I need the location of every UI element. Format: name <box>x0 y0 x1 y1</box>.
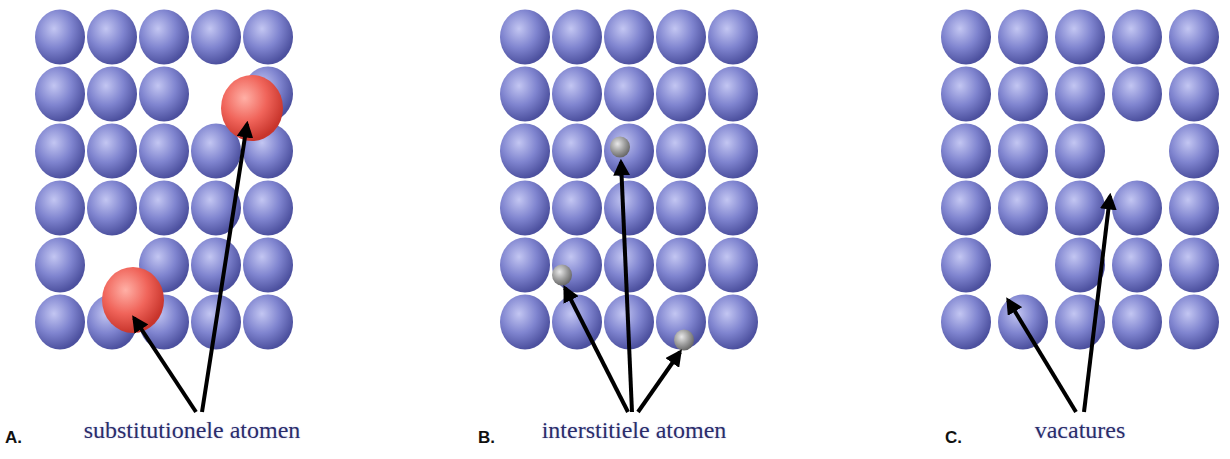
host-atom <box>243 181 293 236</box>
host-atom <box>656 10 706 65</box>
host-atom <box>35 238 85 293</box>
host-atom <box>998 67 1048 122</box>
host-atom <box>35 10 85 65</box>
host-atom <box>500 295 550 350</box>
host-atom <box>708 181 758 236</box>
host-atom <box>1112 295 1162 350</box>
host-atom <box>604 10 654 65</box>
host-atom <box>656 295 706 350</box>
substitutional-atom <box>221 75 283 141</box>
host-atom <box>243 238 293 293</box>
host-atom <box>500 181 550 236</box>
host-atom <box>604 124 654 179</box>
host-atom <box>1055 67 1105 122</box>
host-atom <box>708 67 758 122</box>
host-atom <box>500 67 550 122</box>
panel-letter: B. <box>478 428 495 448</box>
host-atom <box>35 181 85 236</box>
leader-arrow <box>134 318 196 412</box>
host-atom <box>708 238 758 293</box>
host-atom <box>35 124 85 179</box>
host-atom <box>552 181 602 236</box>
panel-letter: C. <box>945 428 962 448</box>
host-atom <box>500 10 550 65</box>
host-atom <box>656 124 706 179</box>
host-atom <box>552 124 602 179</box>
host-atom <box>139 181 189 236</box>
host-atom <box>552 10 602 65</box>
host-atom <box>139 124 189 179</box>
leader-arrow <box>565 288 628 412</box>
host-atom <box>1169 67 1219 122</box>
host-atom <box>708 124 758 179</box>
interstitial-atom <box>610 137 630 158</box>
host-atom <box>1055 181 1105 236</box>
leader-arrow <box>202 124 247 412</box>
defect-label: vacatures <box>1035 417 1126 444</box>
host-atom <box>941 67 991 122</box>
leader-arrow <box>1084 196 1110 412</box>
host-atom <box>139 67 189 122</box>
host-atom <box>243 10 293 65</box>
defect-label: substitutionele atomen <box>84 417 301 444</box>
substitutional-atom <box>102 267 164 333</box>
leader-arrow <box>1008 300 1076 412</box>
host-atom <box>243 295 293 350</box>
host-atom <box>1169 238 1219 293</box>
host-atom <box>604 67 654 122</box>
host-atom <box>35 67 85 122</box>
host-atom <box>1112 181 1162 236</box>
host-atom <box>1055 124 1105 179</box>
host-atom <box>1169 124 1219 179</box>
host-atom <box>87 124 137 179</box>
host-atom <box>941 295 991 350</box>
host-atom <box>998 10 1048 65</box>
host-atom <box>139 10 189 65</box>
host-atom <box>87 181 137 236</box>
host-atom <box>1112 10 1162 65</box>
host-atom <box>604 181 654 236</box>
interstitial-atom <box>674 330 694 351</box>
host-atom <box>708 10 758 65</box>
host-atom <box>191 10 241 65</box>
host-atom <box>656 181 706 236</box>
interstitial-atom <box>552 265 572 286</box>
host-atom <box>552 295 602 350</box>
host-atom <box>87 10 137 65</box>
host-atom <box>656 238 706 293</box>
host-atom <box>1169 295 1219 350</box>
host-atom <box>941 10 991 65</box>
host-atom <box>35 295 85 350</box>
leader-arrow <box>638 352 680 412</box>
host-atom <box>1055 10 1105 65</box>
host-atom <box>500 124 550 179</box>
host-atom <box>87 67 137 122</box>
host-atom <box>1169 181 1219 236</box>
defect-label: interstitiele atomen <box>542 417 727 444</box>
host-atom <box>941 238 991 293</box>
host-atom <box>1112 238 1162 293</box>
host-atom <box>941 181 991 236</box>
host-atom <box>1112 67 1162 122</box>
host-atom <box>998 181 1048 236</box>
host-atom <box>552 238 602 293</box>
host-atom <box>191 238 241 293</box>
host-atom <box>552 67 602 122</box>
leader-arrow <box>621 162 632 412</box>
host-atom <box>500 238 550 293</box>
host-atom <box>604 238 654 293</box>
host-atom <box>708 295 758 350</box>
host-atom <box>656 67 706 122</box>
host-atom <box>998 124 1048 179</box>
host-atom <box>1169 10 1219 65</box>
panel-letter: A. <box>5 428 22 448</box>
host-atom <box>941 124 991 179</box>
